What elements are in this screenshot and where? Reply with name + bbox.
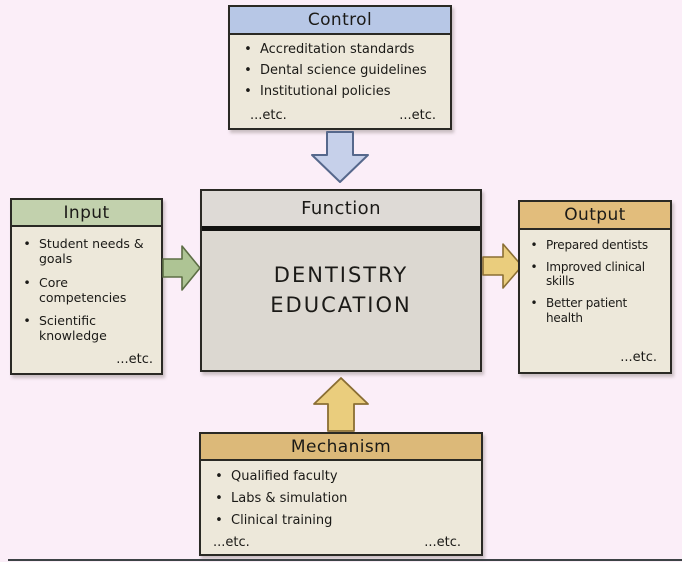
bullet-item: • Better patient health xyxy=(528,296,663,325)
mechanism-etc-row: ...etc. ...etc. xyxy=(213,535,467,550)
control-item-list: • Accreditation standards • Dental science … xyxy=(242,42,436,100)
function-name-line2: EDUCATION xyxy=(270,292,412,317)
control-box-title: Control xyxy=(307,10,373,30)
bullet-item: • Dental science guidelines xyxy=(242,63,436,79)
input-box-body: • Student needs & goals • Core competencies… xyxy=(12,227,161,374)
mechanism-box-body: • Qualified faculty • Labs & simulation • Cli… xyxy=(201,461,481,555)
bullet-icon: • xyxy=(23,313,31,328)
output-flow-right-arrow-icon xyxy=(482,243,523,289)
input-flow-right-arrow-icon xyxy=(162,245,201,291)
mechanism-item-list: • Qualified faculty • Labs & simulation • Cli… xyxy=(213,469,467,529)
bullet-icon: • xyxy=(244,83,252,99)
bullet-item: • Improved clinical skills xyxy=(528,260,663,289)
mechanism-box-title: Mechanism xyxy=(290,436,392,457)
output-etc-row: ...etc. xyxy=(528,350,663,365)
bullet-icon: • xyxy=(244,62,252,78)
bullet-item: • Prepared dentists xyxy=(528,238,663,253)
bullet-icon: • xyxy=(215,512,223,528)
function-divider xyxy=(202,226,480,231)
bullet-item: • Qualified faculty xyxy=(213,469,467,485)
output-box-body: • Prepared dentists • Improved clinical ski… xyxy=(520,230,670,372)
bullet-text: Core competencies xyxy=(39,274,127,305)
input-box-header: Input xyxy=(12,200,161,227)
mechanism-box: Mechanism • Qualified faculty • Labs & simu… xyxy=(199,432,483,556)
function-box: Function DENTISTRY EDUCATION xyxy=(200,189,482,372)
bullet-icon: • xyxy=(244,42,252,57)
input-item-list: • Student needs & goals • Core competencies… xyxy=(21,236,153,344)
bullet-icon: • xyxy=(215,469,223,484)
bullet-text: Improved clinical skills xyxy=(546,259,645,289)
bullet-text: Institutional policies xyxy=(260,83,391,99)
output-item-list: • Prepared dentists • Improved clinical ski… xyxy=(528,238,663,325)
mechanism-flow-up-arrow-icon xyxy=(313,377,369,432)
function-box-header: Function xyxy=(202,191,480,226)
bullet-text: Scientific knowledge xyxy=(39,313,107,344)
bullet-text: Dental science guidelines xyxy=(260,62,427,78)
bullet-icon: • xyxy=(215,490,223,506)
control-etc-row: ...etc. ...etc. xyxy=(242,108,436,123)
bullet-icon: • xyxy=(23,236,31,251)
input-box-title: Input xyxy=(63,202,110,223)
mechanism-box-header: Mechanism xyxy=(201,434,481,461)
function-name-text: DENTISTRY EDUCATION xyxy=(202,231,480,370)
mechanism-etc-left: ...etc. xyxy=(213,534,250,550)
page-bottom-edge-line xyxy=(8,559,682,561)
bullet-item: • Institutional policies xyxy=(242,84,436,100)
control-flow-down-arrow-icon xyxy=(311,131,369,183)
bullet-item: • Core competencies xyxy=(21,275,153,306)
bullet-text: Prepared dentists xyxy=(546,238,648,252)
bullet-icon: • xyxy=(23,274,31,290)
bullet-text: Student needs & goals xyxy=(39,236,144,267)
control-etc-left: ...etc. xyxy=(250,108,287,123)
bullet-icon: • xyxy=(530,295,538,310)
bullet-text: Better patient health xyxy=(546,295,628,325)
bullet-text: Clinical training xyxy=(231,512,333,528)
control-box: Control • Accreditation standards • Dental … xyxy=(228,5,452,130)
bullet-item: • Scientific knowledge xyxy=(21,313,153,344)
control-etc-right: ...etc. xyxy=(399,108,436,123)
bullet-text: Accreditation standards xyxy=(260,42,415,57)
bullet-item: • Accreditation standards xyxy=(242,42,436,58)
control-box-header: Control xyxy=(230,7,450,35)
bullet-text: Labs & simulation xyxy=(231,490,348,506)
function-name-line1: DENTISTRY xyxy=(273,263,409,287)
control-box-body: • Accreditation standards • Dental science … xyxy=(230,35,450,128)
bullet-icon: • xyxy=(530,259,538,274)
bullet-item: • Labs & simulation xyxy=(213,491,467,507)
bullet-item: • Student needs & goals xyxy=(21,236,153,267)
input-etc-row: ...etc. xyxy=(21,352,153,367)
output-box: Output • Prepared dentists • Improved clini… xyxy=(518,200,672,374)
mechanism-etc-right: ...etc. xyxy=(424,534,461,550)
input-box: Input • Student needs & goals • Core compet… xyxy=(10,198,163,375)
output-etc-right: ...etc. xyxy=(620,350,657,365)
input-etc-right: ...etc. xyxy=(116,351,153,367)
function-box-title: Function xyxy=(301,198,381,219)
bullet-item: • Clinical training xyxy=(213,513,467,529)
output-box-title: Output xyxy=(564,205,626,225)
bullet-text: Qualified faculty xyxy=(231,469,338,484)
output-box-header: Output xyxy=(520,202,670,230)
bullet-icon: • xyxy=(530,238,538,252)
